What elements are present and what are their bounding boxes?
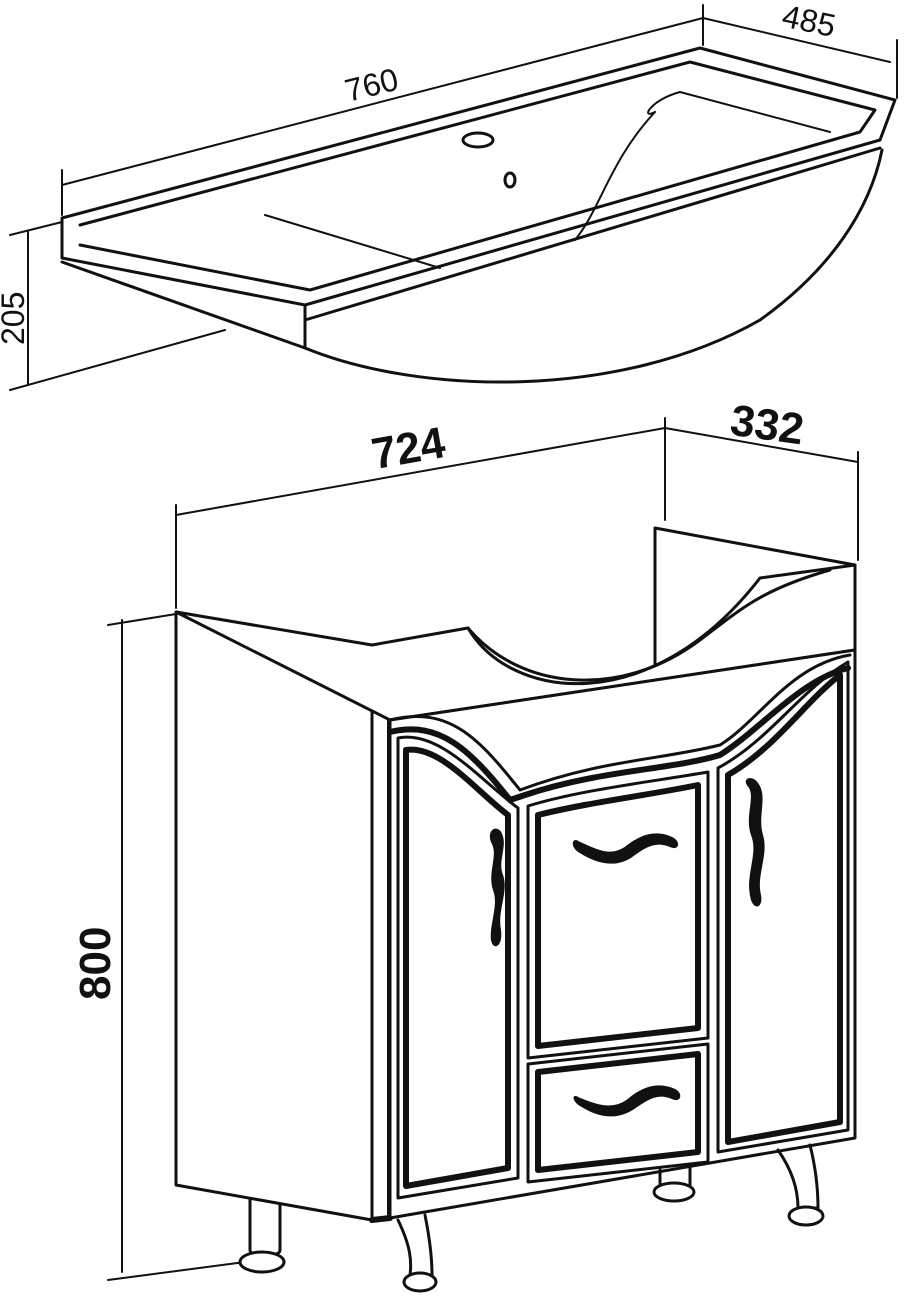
cabinet-height-label: 800 bbox=[71, 927, 120, 1000]
left-door[interactable] bbox=[396, 735, 520, 1200]
right-door-handle-icon[interactable] bbox=[745, 778, 765, 907]
basin-dimension-lines bbox=[9, 4, 898, 391]
basin-height-label: 205 bbox=[0, 292, 31, 345]
cabinet-width-label: 724 bbox=[368, 418, 449, 479]
drawer-handle-icon[interactable] bbox=[573, 1085, 681, 1117]
drawer[interactable] bbox=[526, 1042, 710, 1184]
faucet-hole-icon bbox=[461, 131, 495, 149]
cabinet-dimension-lines bbox=[107, 417, 859, 1281]
center-door[interactable] bbox=[526, 770, 710, 1060]
cabinet-drawing bbox=[174, 526, 857, 1223]
drain-hole-icon bbox=[503, 171, 517, 189]
cabinet-legs bbox=[238, 1143, 825, 1293]
basin-width-label: 760 bbox=[341, 61, 402, 109]
cabinet-depth-label: 332 bbox=[727, 396, 807, 455]
center-door-handle-icon[interactable] bbox=[572, 833, 678, 864]
basin-drawing bbox=[60, 46, 897, 384]
left-door-handle-icon[interactable] bbox=[489, 828, 505, 947]
right-door[interactable] bbox=[716, 660, 850, 1154]
